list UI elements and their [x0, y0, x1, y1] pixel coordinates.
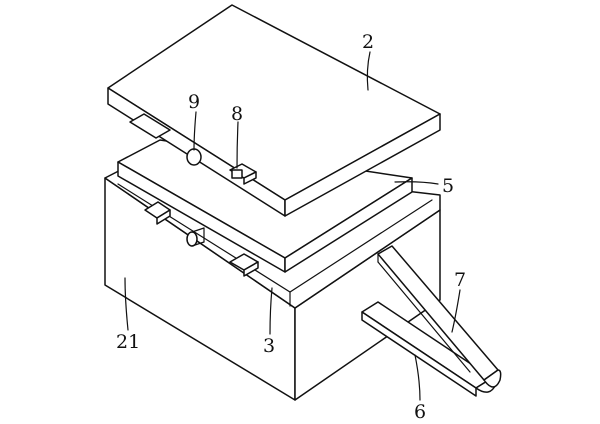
label-knob: 9: [188, 91, 200, 113]
label-slot-block: 8: [231, 103, 243, 125]
label-handle-arm: 7: [454, 269, 466, 291]
label-middle-plate: 5: [442, 175, 454, 197]
handle-arm: [377, 245, 502, 388]
label-handle-bar: 6: [414, 401, 426, 423]
leader-lines: [124, 51, 461, 401]
base-slots: [144, 201, 259, 277]
label-base-top: 3: [263, 335, 275, 357]
label-top-plate: 2: [362, 31, 374, 53]
label-base-box: 21: [116, 331, 140, 353]
labels: 2 9 8 5 7 21 3 6: [116, 31, 466, 423]
top-slots: [129, 113, 257, 185]
top-knob: [186, 148, 202, 166]
